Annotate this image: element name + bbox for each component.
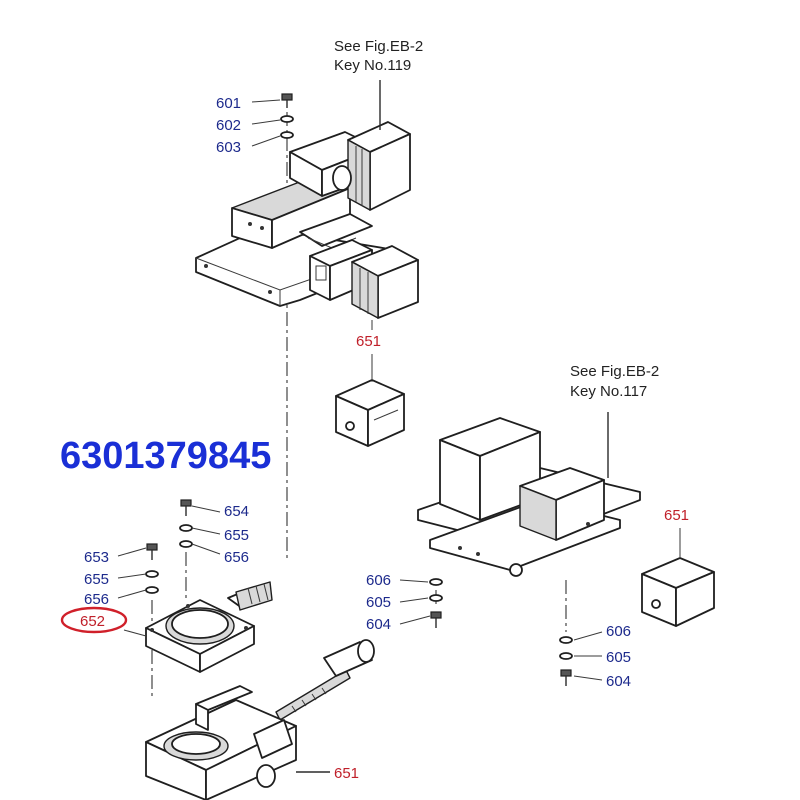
key-605-left: 605: [366, 594, 391, 611]
bearing-housing-652: [123, 581, 273, 673]
key-656-upper: 656: [224, 549, 249, 566]
key-651-bottom: 651: [334, 765, 359, 782]
key-651-top: 651: [356, 333, 381, 350]
key-604-right: 604: [606, 673, 631, 690]
ref-right-line2: Key No.117: [570, 383, 647, 400]
key-601: 601: [216, 95, 241, 112]
part-number: 6301379845: [60, 435, 271, 477]
ball-screw: [275, 639, 375, 721]
highlight-ellipse-652: [60, 606, 128, 634]
base-block-651-bottom: [145, 685, 330, 800]
right-mounting-plate: [417, 412, 641, 632]
hardware-654-656: [179, 499, 221, 602]
ref-right-line1: See Fig.EB-2: [570, 363, 659, 380]
ref-upper-line1: See Fig.EB-2: [334, 38, 423, 55]
key-652: 652: [80, 613, 105, 630]
key-653: 653: [84, 549, 109, 566]
key-603: 603: [216, 139, 241, 156]
upper-xy-stage: [195, 121, 419, 319]
key-602: 602: [216, 117, 241, 134]
hardware-604-606-left: [399, 578, 443, 628]
ref-upper-line2: Key No.119: [334, 57, 411, 74]
key-655-lower: 655: [84, 571, 109, 588]
hardware-601-603: [251, 93, 294, 147]
key-655-upper: 655: [224, 527, 249, 544]
hardware-604-606-right: [559, 631, 603, 686]
key-651-right: 651: [664, 507, 689, 524]
key-605-right: 605: [606, 649, 631, 666]
block-651-upper: [335, 354, 405, 447]
key-606-right: 606: [606, 623, 631, 640]
key-654: 654: [224, 503, 249, 520]
key-656-lower: 656: [84, 591, 109, 608]
key-606-left: 606: [366, 572, 391, 589]
hardware-653-656-left: [117, 543, 159, 599]
block-651-right: [641, 528, 715, 627]
key-604-left: 604: [366, 616, 391, 633]
